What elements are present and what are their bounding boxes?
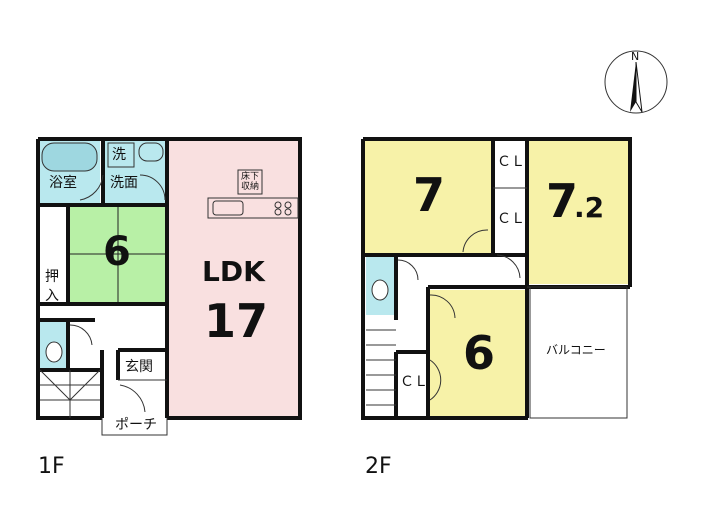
- toilet-1f: [45, 341, 63, 363]
- floor-2-thin-lines: [397, 187, 628, 419]
- oshiire-label-top: 押: [45, 269, 59, 285]
- floor-1-thin-lines: [101, 142, 299, 436]
- closet-3-label: ＣＬ: [400, 374, 428, 390]
- washroom-label: 洗面: [110, 175, 138, 191]
- compass-rose: [604, 50, 668, 114]
- porch-label: ポーチ: [115, 417, 157, 433]
- floor-2-plan: [361, 137, 632, 420]
- room-a-size: 7: [413, 168, 446, 222]
- closet-2-label: ＣＬ: [497, 211, 525, 227]
- floor-1-walls: [36, 137, 302, 420]
- balcony-outline: [529, 287, 628, 419]
- stairs-2f: [366, 329, 396, 406]
- room-c-size: 6: [463, 326, 496, 380]
- bathtub: [41, 142, 98, 172]
- japanese-room-size: 6: [103, 229, 131, 275]
- floor-1-label: 1F: [38, 454, 65, 479]
- entrance-label: 玄関: [125, 359, 153, 375]
- ldk-fill: [169, 140, 298, 416]
- washroom-fill: [105, 140, 167, 205]
- laundry-label: 洗: [112, 147, 126, 163]
- floor-2-label: 2F: [365, 454, 392, 479]
- balcony-label: バルコニー: [546, 343, 606, 357]
- room-b-size-decimal: .2: [574, 191, 605, 224]
- north-arrow-icon: [630, 62, 636, 112]
- floor-1-doors: [69, 174, 166, 413]
- floor-1-plan: [36, 137, 302, 436]
- underfloor-storage-label-top: 床下: [240, 172, 259, 182]
- bath-label: 浴室: [49, 175, 77, 191]
- tatami-grid: [70, 207, 167, 302]
- room-b-size-main: 7: [546, 174, 579, 228]
- underfloor-storage-label-bottom: 収納: [240, 182, 259, 192]
- toilet-2f: [371, 279, 389, 301]
- ldk-label: LDK: [202, 255, 265, 288]
- compass-north-label: N: [631, 50, 640, 63]
- ldk-size: 17: [204, 294, 269, 348]
- room-c-fill: [430, 290, 526, 417]
- stairs-1f: [39, 369, 101, 418]
- room-b-fill: [527, 140, 628, 284]
- room-a-fill: [364, 140, 492, 253]
- oshiire-label-bottom: 入: [45, 288, 59, 304]
- kitchen-counter: [207, 197, 299, 219]
- closet-1-label: ＣＬ: [497, 154, 525, 170]
